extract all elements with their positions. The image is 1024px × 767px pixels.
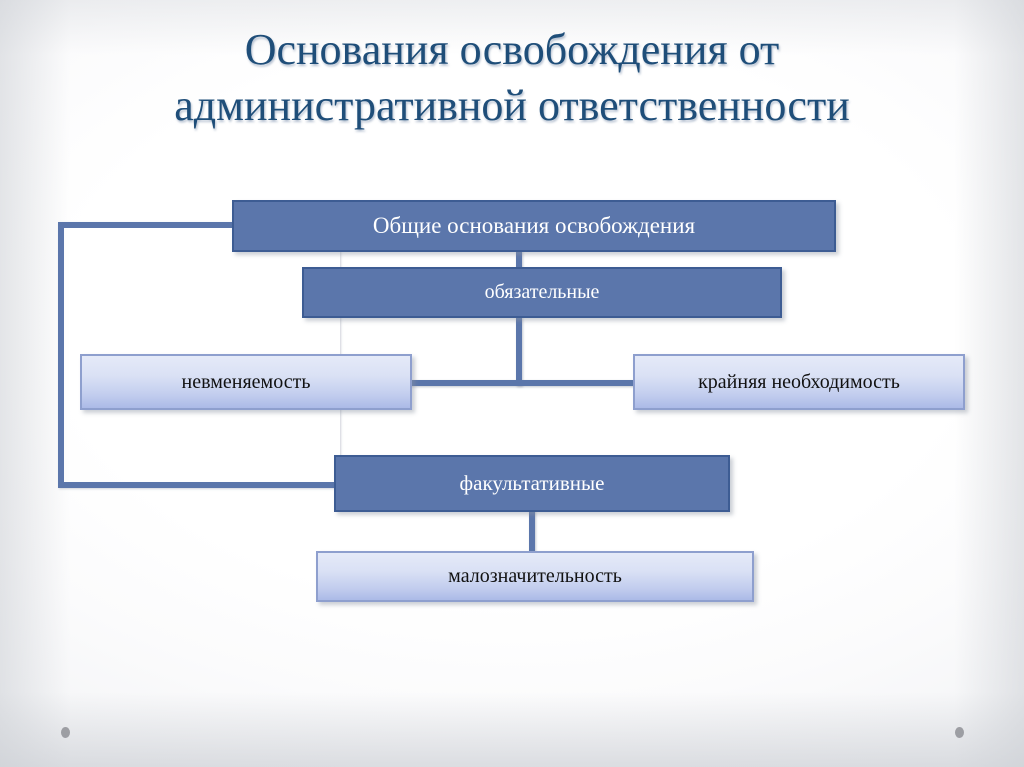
connector-root-to-optional <box>58 222 340 488</box>
connector-mandatory-to-children <box>406 380 640 386</box>
connector-optional-to-insignificance <box>529 510 535 555</box>
node-root[interactable]: Общие основания освобождения <box>232 200 836 252</box>
connector-mandatory-down <box>516 316 522 386</box>
connector-root-to-mandatory <box>516 250 522 272</box>
node-mandatory[interactable]: обязательные <box>302 267 782 318</box>
node-insignificance[interactable]: малозначительность <box>316 551 754 602</box>
node-insanity-label: невменяемость <box>181 370 311 393</box>
node-mandatory-label: обязательные <box>484 281 600 303</box>
node-root-label: Общие основания освобождения <box>372 213 696 238</box>
node-extreme-need[interactable]: крайняя необходимость <box>633 354 965 410</box>
node-insanity[interactable]: невменяемость <box>80 354 412 410</box>
node-optional[interactable]: факультативные <box>334 455 730 512</box>
page-title: Основания освобождения от административн… <box>174 25 850 131</box>
decoration-dot-right <box>955 727 964 738</box>
decoration-dot-left <box>61 727 70 738</box>
node-optional-label: факультативные <box>459 471 605 495</box>
node-insignificance-label: малозначительность <box>448 565 622 587</box>
node-extreme-need-label: крайняя необходимость <box>698 370 900 393</box>
